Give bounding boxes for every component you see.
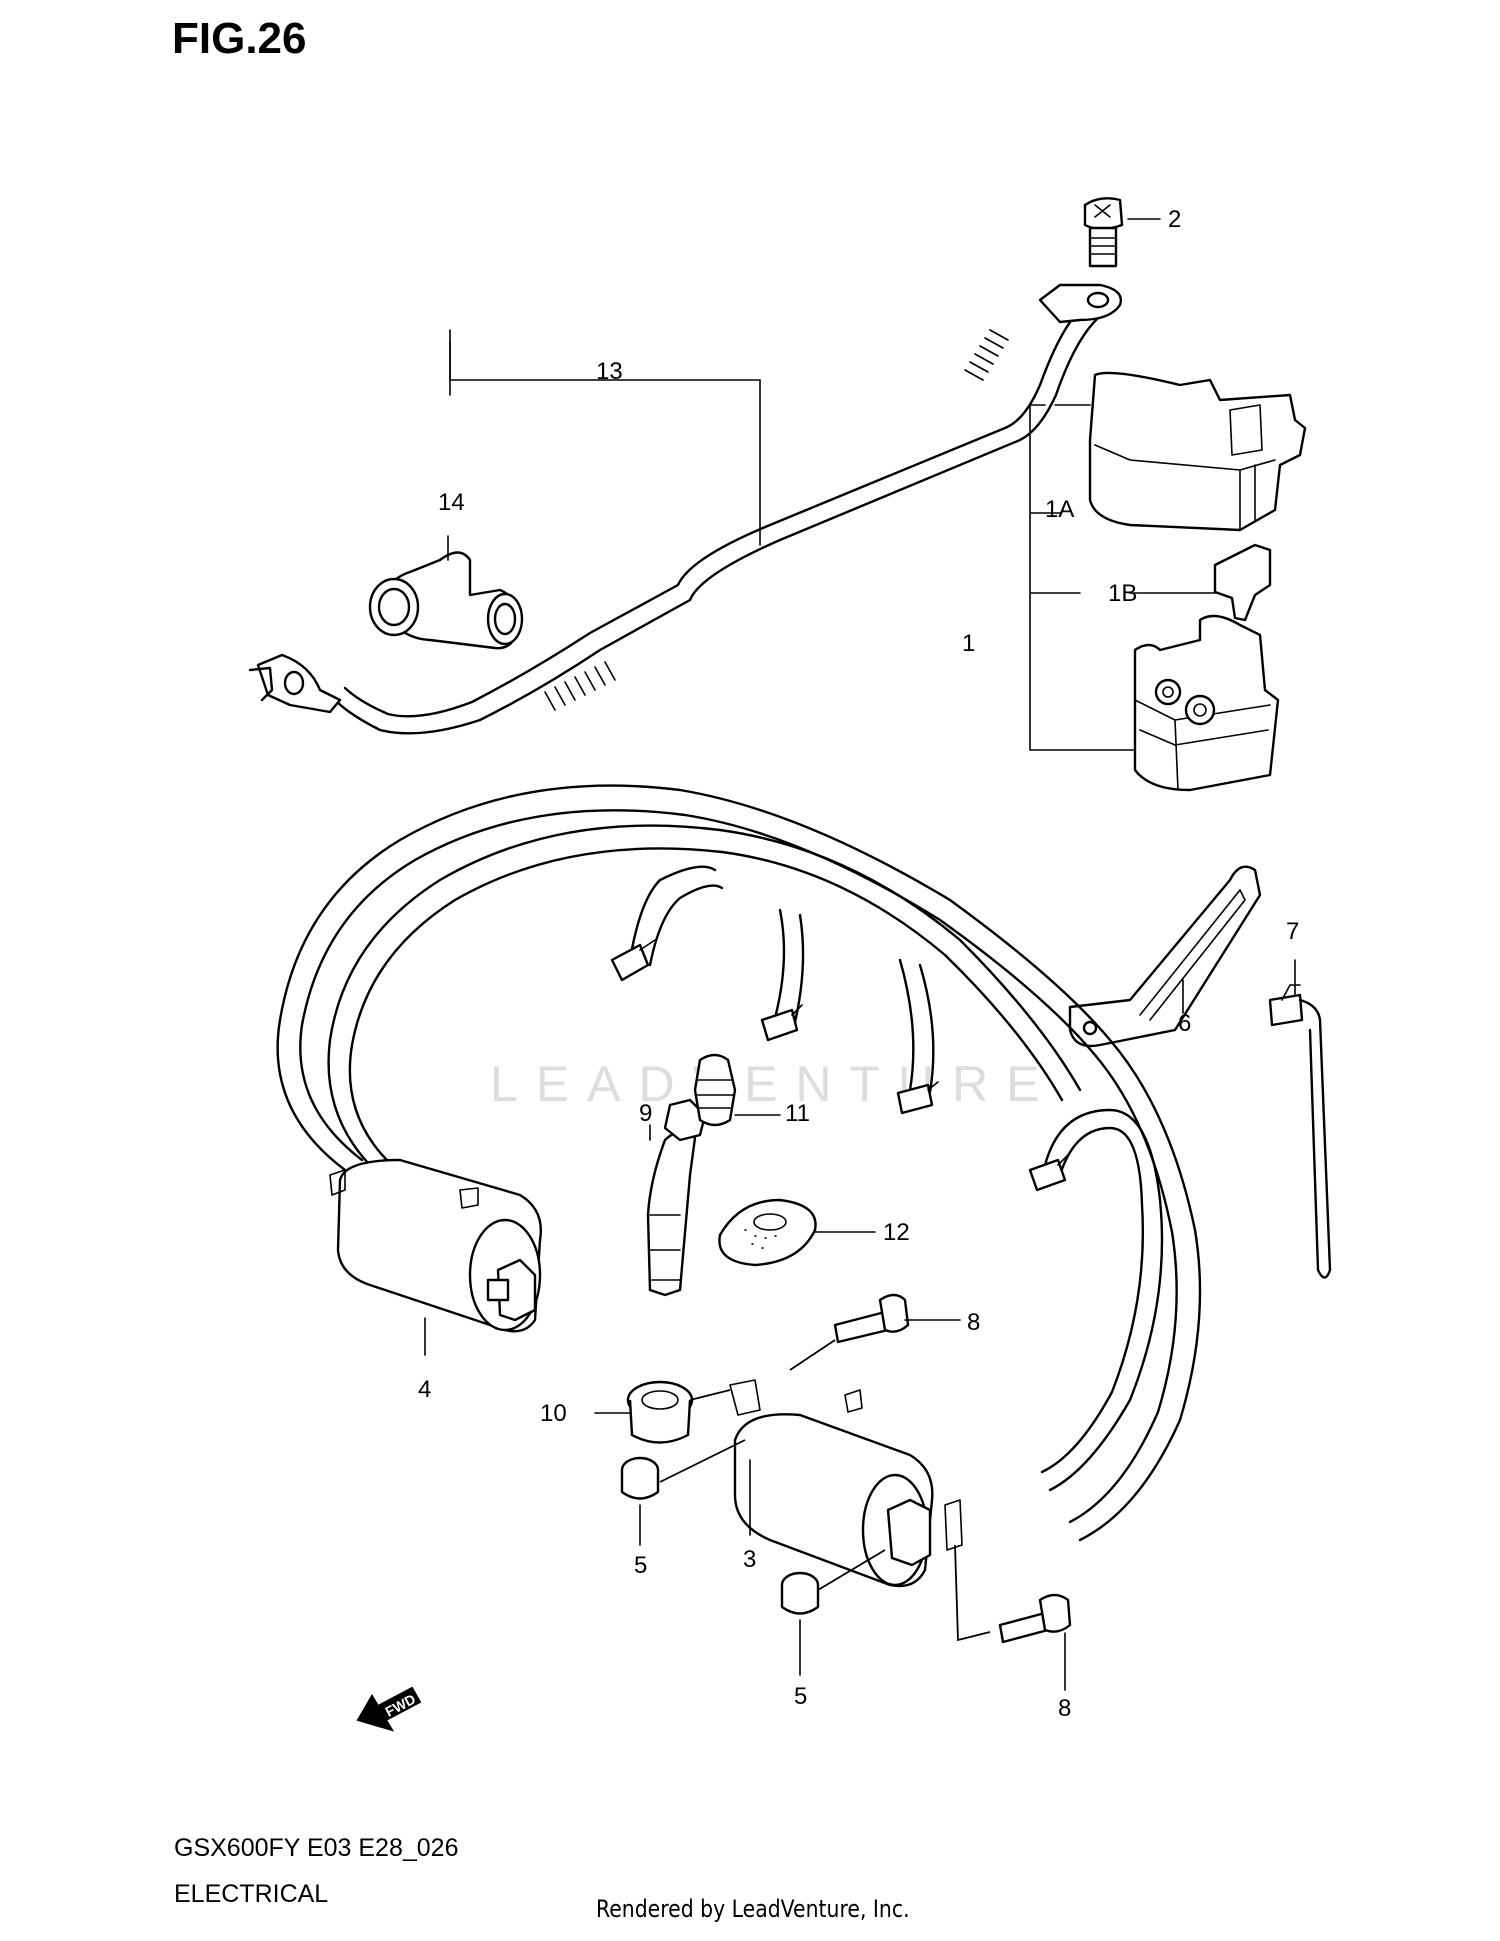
callout-7: 7 xyxy=(1286,918,1299,945)
figure-title: FIG.26 xyxy=(172,14,307,63)
callout-10: 10 xyxy=(540,1400,567,1427)
callout-8-upper: 8 xyxy=(967,1309,980,1336)
callout-5-lower: 5 xyxy=(794,1683,807,1710)
watermark: LEADVENTURE xyxy=(490,1056,1058,1112)
section-name: ELECTRICAL xyxy=(174,1880,329,1908)
rendered-by-credit: Rendered by LeadVenture, Inc. xyxy=(596,1895,910,1923)
ignition-coil-left xyxy=(329,1158,542,1333)
callout-12: 12 xyxy=(883,1219,910,1246)
bolt-lower xyxy=(998,1593,1072,1644)
ignition-harness xyxy=(276,784,1202,1542)
battery-cable xyxy=(248,283,1122,735)
ignition-coil-right xyxy=(729,1379,963,1588)
callout-5-upper: 5 xyxy=(634,1552,647,1579)
bolt-upper xyxy=(833,1293,910,1344)
callout-13: 13 xyxy=(596,358,623,385)
plug-cap-seal xyxy=(626,1380,694,1444)
model-code: GSX600FY E03 E28_026 xyxy=(174,1834,459,1862)
callout-1b: 1B xyxy=(1108,580,1137,607)
cable-boot xyxy=(368,551,524,650)
collar-lower xyxy=(780,1571,820,1615)
callout-6: 6 xyxy=(1178,1010,1191,1037)
screw xyxy=(1083,197,1124,268)
leader-lines xyxy=(424,218,1296,1691)
callout-1a: 1A xyxy=(1045,496,1074,523)
callout-1: 1 xyxy=(962,630,975,657)
callout-14: 14 xyxy=(438,489,465,516)
cable-tie xyxy=(1268,984,1332,1279)
collar-upper xyxy=(620,1456,660,1500)
callout-9: 9 xyxy=(639,1100,652,1127)
bracket xyxy=(1068,865,1262,1048)
plug-cap xyxy=(646,1098,707,1297)
fwd-arrow-icon: FWD xyxy=(356,1686,422,1732)
callout-8-lower: 8 xyxy=(1058,1695,1071,1722)
callout-4: 4 xyxy=(418,1376,431,1403)
callout-11: 11 xyxy=(785,1100,810,1127)
callout-3: 3 xyxy=(743,1546,756,1573)
callout-labels: 2 13 14 1A 1B 1 6 7 9 11 12 8 4 10 5 3 5… xyxy=(418,206,1299,1722)
callout-2: 2 xyxy=(1168,206,1181,233)
plug-cap-boot xyxy=(693,1053,737,1127)
grommet xyxy=(718,1198,817,1267)
starter-relay xyxy=(1088,371,1307,792)
assembly-lines xyxy=(659,1339,991,1642)
